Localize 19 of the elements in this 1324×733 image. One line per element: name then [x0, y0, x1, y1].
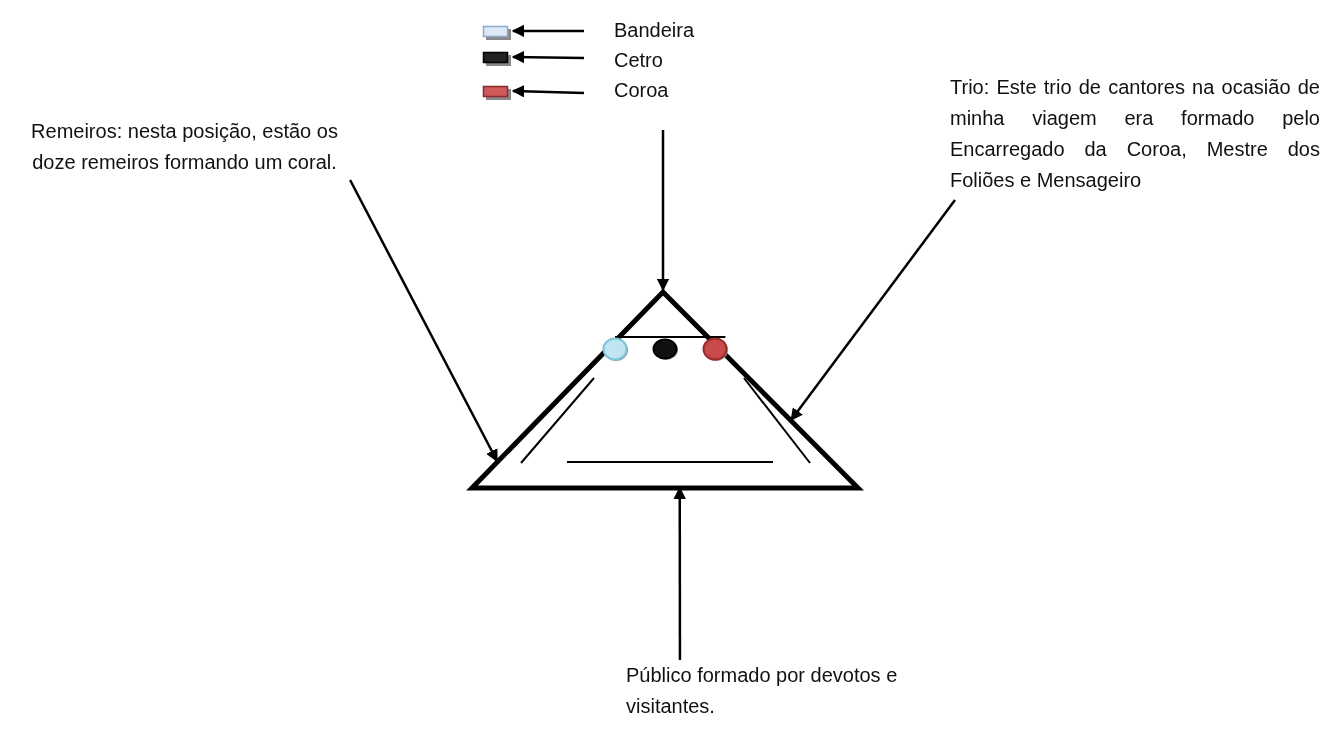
formation-triangle	[466, 288, 864, 494]
arrow	[349, 179, 499, 463]
arrow	[656, 130, 670, 292]
arrow	[511, 24, 584, 38]
annotation-text: Público formado por devotos e visitantes.	[626, 660, 916, 724]
annotation-text: Bandeira	[584, 15, 714, 45]
annotation-text: Trio: Este trio de cantores na ocasião de minha viagem era formado pelo Encarregado da Coroa, Mestre dos Foliões e Mensageiro	[950, 72, 1320, 200]
position-marker	[652, 338, 678, 360]
annotation-text: Cetro	[584, 45, 714, 75]
arrow	[790, 199, 956, 422]
color-swatch	[483, 86, 511, 100]
annotation-text: Remeiros: nesta posição, estão os doze remeiros formando um coral.	[12, 116, 357, 180]
arrow	[511, 85, 585, 98]
position-marker	[702, 337, 728, 361]
color-swatch	[483, 52, 511, 66]
position-marker	[602, 337, 628, 361]
color-swatch	[483, 26, 511, 40]
arrow	[511, 50, 584, 64]
annotation-text: Coroa	[584, 75, 714, 105]
